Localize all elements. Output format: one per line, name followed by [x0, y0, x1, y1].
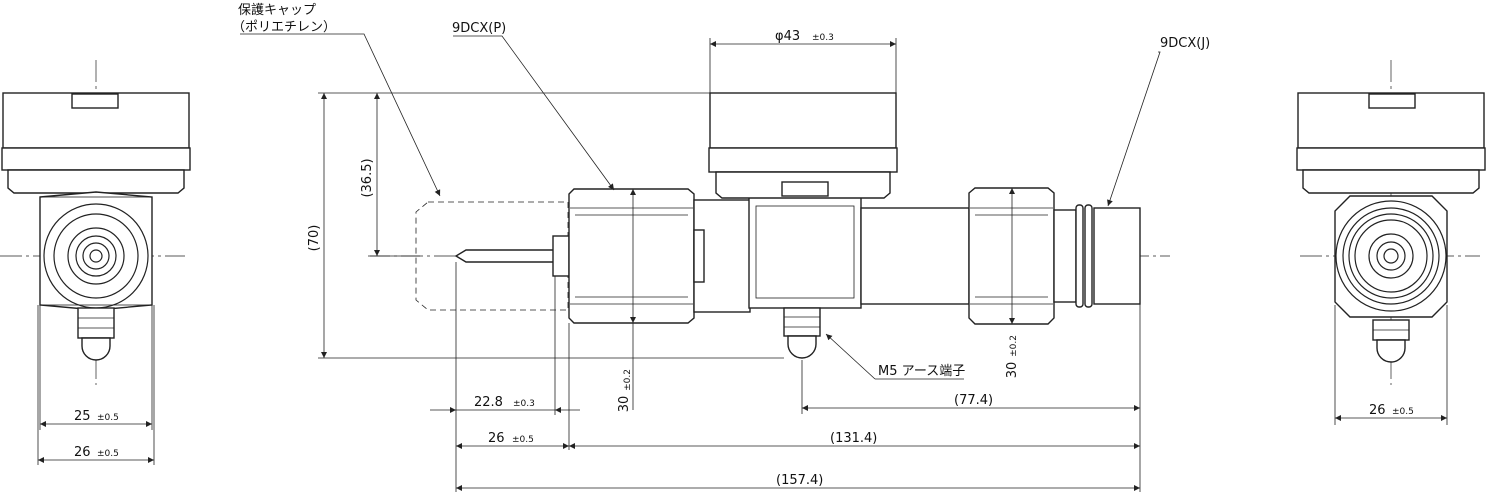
dim-26-left: 26 — [74, 445, 91, 460]
dim-22-8-tol: ±0.3 — [513, 399, 535, 409]
side-view — [368, 92, 1170, 359]
dimension-lines — [38, 38, 1447, 492]
dim-30-left: 30 — [617, 396, 632, 413]
dim-77-4: (77.4) — [954, 393, 993, 408]
label-protective-cap: 保護キャップ — [238, 2, 316, 18]
left-end-view — [0, 60, 191, 465]
dim-25-left: 25 — [74, 409, 91, 424]
dim-36-5: (36.5) — [360, 158, 375, 197]
dim-26-mid-tol: ±0.5 — [512, 435, 534, 445]
label-9dcx-p: 9DCX(P) — [452, 21, 506, 36]
label-diameter: φ43 — [775, 29, 800, 44]
dim-26-right: 26 — [1369, 403, 1386, 418]
label-polyethylene: （ポリエチレン） — [232, 20, 336, 35]
dim-70: (70) — [307, 225, 322, 252]
leader-lines — [240, 33, 1161, 380]
text-labels: 保護キャップ （ポリエチレン） 9DCX(P) 9DCX(J) φ43 ±0.3… — [74, 2, 1414, 488]
dim-30-right: 30 — [1005, 362, 1020, 379]
label-9dcx-j: 9DCX(J) — [1160, 36, 1210, 51]
dim-26-right-tol: ±0.5 — [1392, 407, 1414, 417]
right-end-view — [1296, 60, 1486, 425]
dim-26-left-tol: ±0.5 — [97, 449, 119, 459]
dim-25-left-tol: ±0.5 — [97, 413, 119, 423]
dim-157-4: (157.4) — [776, 473, 823, 488]
dim-26-mid: 26 — [488, 431, 505, 446]
dim-30-right-tol: ±0.2 — [1009, 335, 1019, 357]
dim-131-4: (131.4) — [830, 431, 877, 446]
label-ground-terminal: M5 アース端子 — [878, 364, 965, 379]
dim-30-left-tol: ±0.2 — [623, 369, 633, 391]
label-diameter-tol: ±0.3 — [812, 33, 834, 43]
dim-22-8: 22.8 — [474, 395, 503, 410]
